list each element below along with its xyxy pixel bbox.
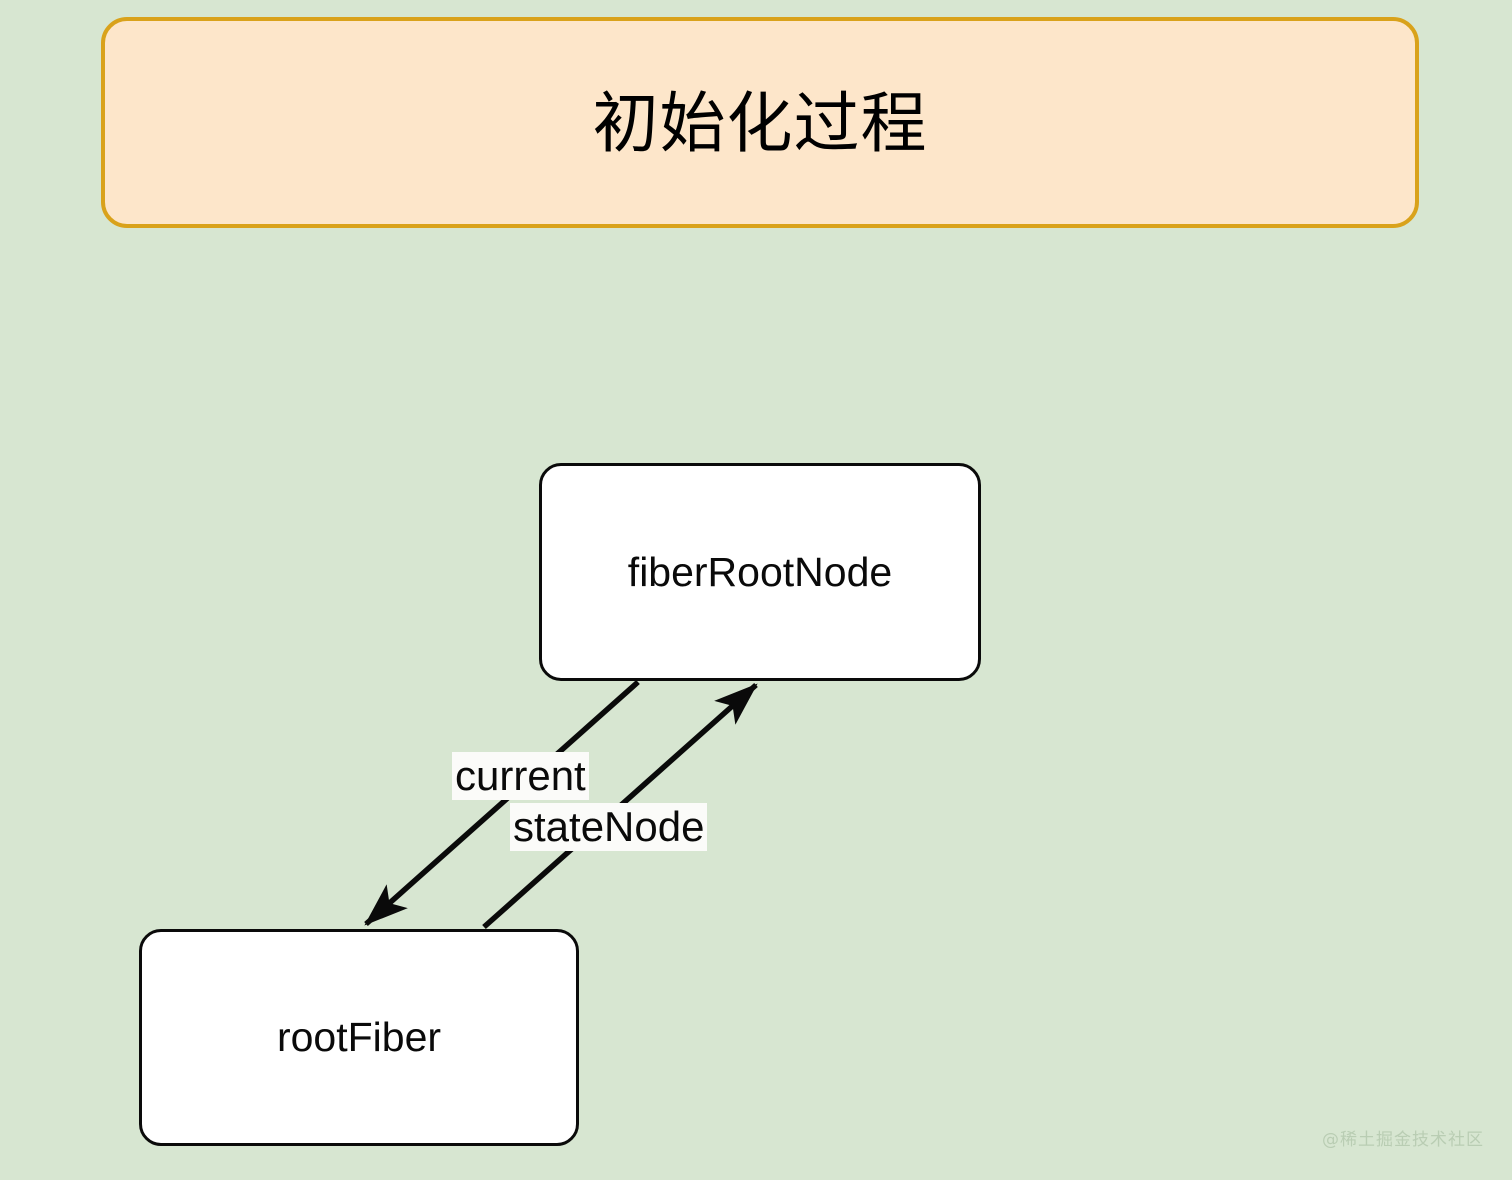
node-rootfiber[interactable]: rootFiber	[139, 929, 579, 1146]
edge-label-current: current	[452, 752, 589, 800]
node-fiberrootnode-label: fiberRootNode	[627, 548, 893, 595]
title-banner: 初始化过程	[101, 17, 1419, 228]
node-fiberrootnode[interactable]: fiberRootNode	[539, 463, 981, 681]
watermark: @稀土掘金技术社区	[1322, 1130, 1484, 1150]
node-rootfiber-label: rootFiber	[276, 1014, 442, 1060]
edge-label-statenode: stateNode	[510, 803, 708, 851]
page-title: 初始化过程	[592, 85, 928, 160]
